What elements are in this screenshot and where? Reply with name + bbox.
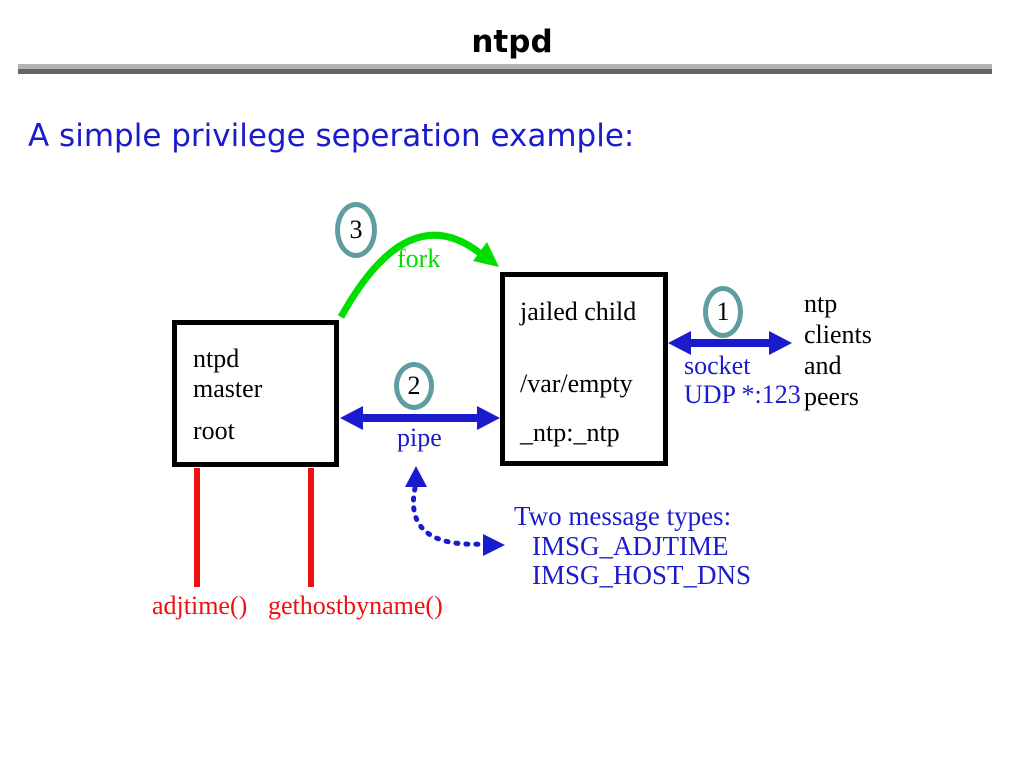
message-types-title: Two message types: (514, 501, 732, 531)
child-box-line-ntp-user: _ntp:_ntp (520, 418, 620, 447)
step-number-socket: 1 (716, 297, 730, 326)
pipe-arrowhead-right-icon (477, 406, 500, 430)
fork-label: fork (397, 244, 441, 273)
socket-arrowhead-right-icon (769, 331, 792, 355)
message-arrow-curve (411, 485, 487, 547)
pipe-arrowhead-left-icon (340, 406, 363, 430)
step-number-pipe: 2 (407, 371, 421, 400)
peers-line-2: clients (804, 320, 872, 349)
step-badge-fork: 3 (335, 202, 377, 258)
child-box-line-jailed-child: jailed child (520, 297, 637, 326)
step-badge-pipe: 2 (394, 362, 434, 410)
step-badge-socket: 1 (703, 286, 743, 338)
step-number-fork: 3 (349, 215, 363, 244)
ntp-peers-block: ntp clients and peers (804, 288, 872, 412)
message-arrowhead-right-icon (483, 534, 505, 556)
pipe-arrow (340, 406, 500, 430)
fork-arrowhead-icon (473, 242, 499, 267)
socket-arrowhead-left-icon (668, 331, 691, 355)
imsg-host-dns-label: IMSG_HOST_DNS (532, 560, 752, 590)
master-box-line-root: root (193, 416, 235, 445)
peers-line-3: and (804, 351, 842, 380)
socket-arrow (668, 331, 792, 355)
gethostbyname-label: gethostbyname() (268, 591, 443, 620)
udp-port-label: UDP *:123 (684, 380, 801, 409)
imsg-adjtime-label: IMSG_ADJTIME (532, 531, 729, 561)
title-rule-light (18, 64, 992, 69)
fork-arrow (337, 231, 499, 319)
message-arrowhead-up-icon (405, 466, 427, 487)
child-box-line-var-empty: /var/empty (520, 369, 633, 398)
fork-arc (337, 231, 484, 319)
ntpd-master-box (172, 320, 339, 467)
title-rule-dark (18, 69, 992, 74)
slide-heading: A simple privilege seperation example: (28, 118, 635, 154)
socket-label: socket (684, 351, 751, 380)
message-types-arrow (405, 466, 505, 556)
adjtime-label: adjtime() (152, 591, 248, 620)
slide-title: ntpd (471, 24, 553, 60)
master-box-line-master: master (193, 374, 263, 403)
pipe-label: pipe (397, 423, 442, 452)
peers-line-1: ntp (804, 289, 838, 318)
jailed-child-box (500, 272, 668, 466)
master-box-line-ntpd: ntpd (193, 344, 240, 373)
peers-line-4: peers (804, 382, 859, 411)
